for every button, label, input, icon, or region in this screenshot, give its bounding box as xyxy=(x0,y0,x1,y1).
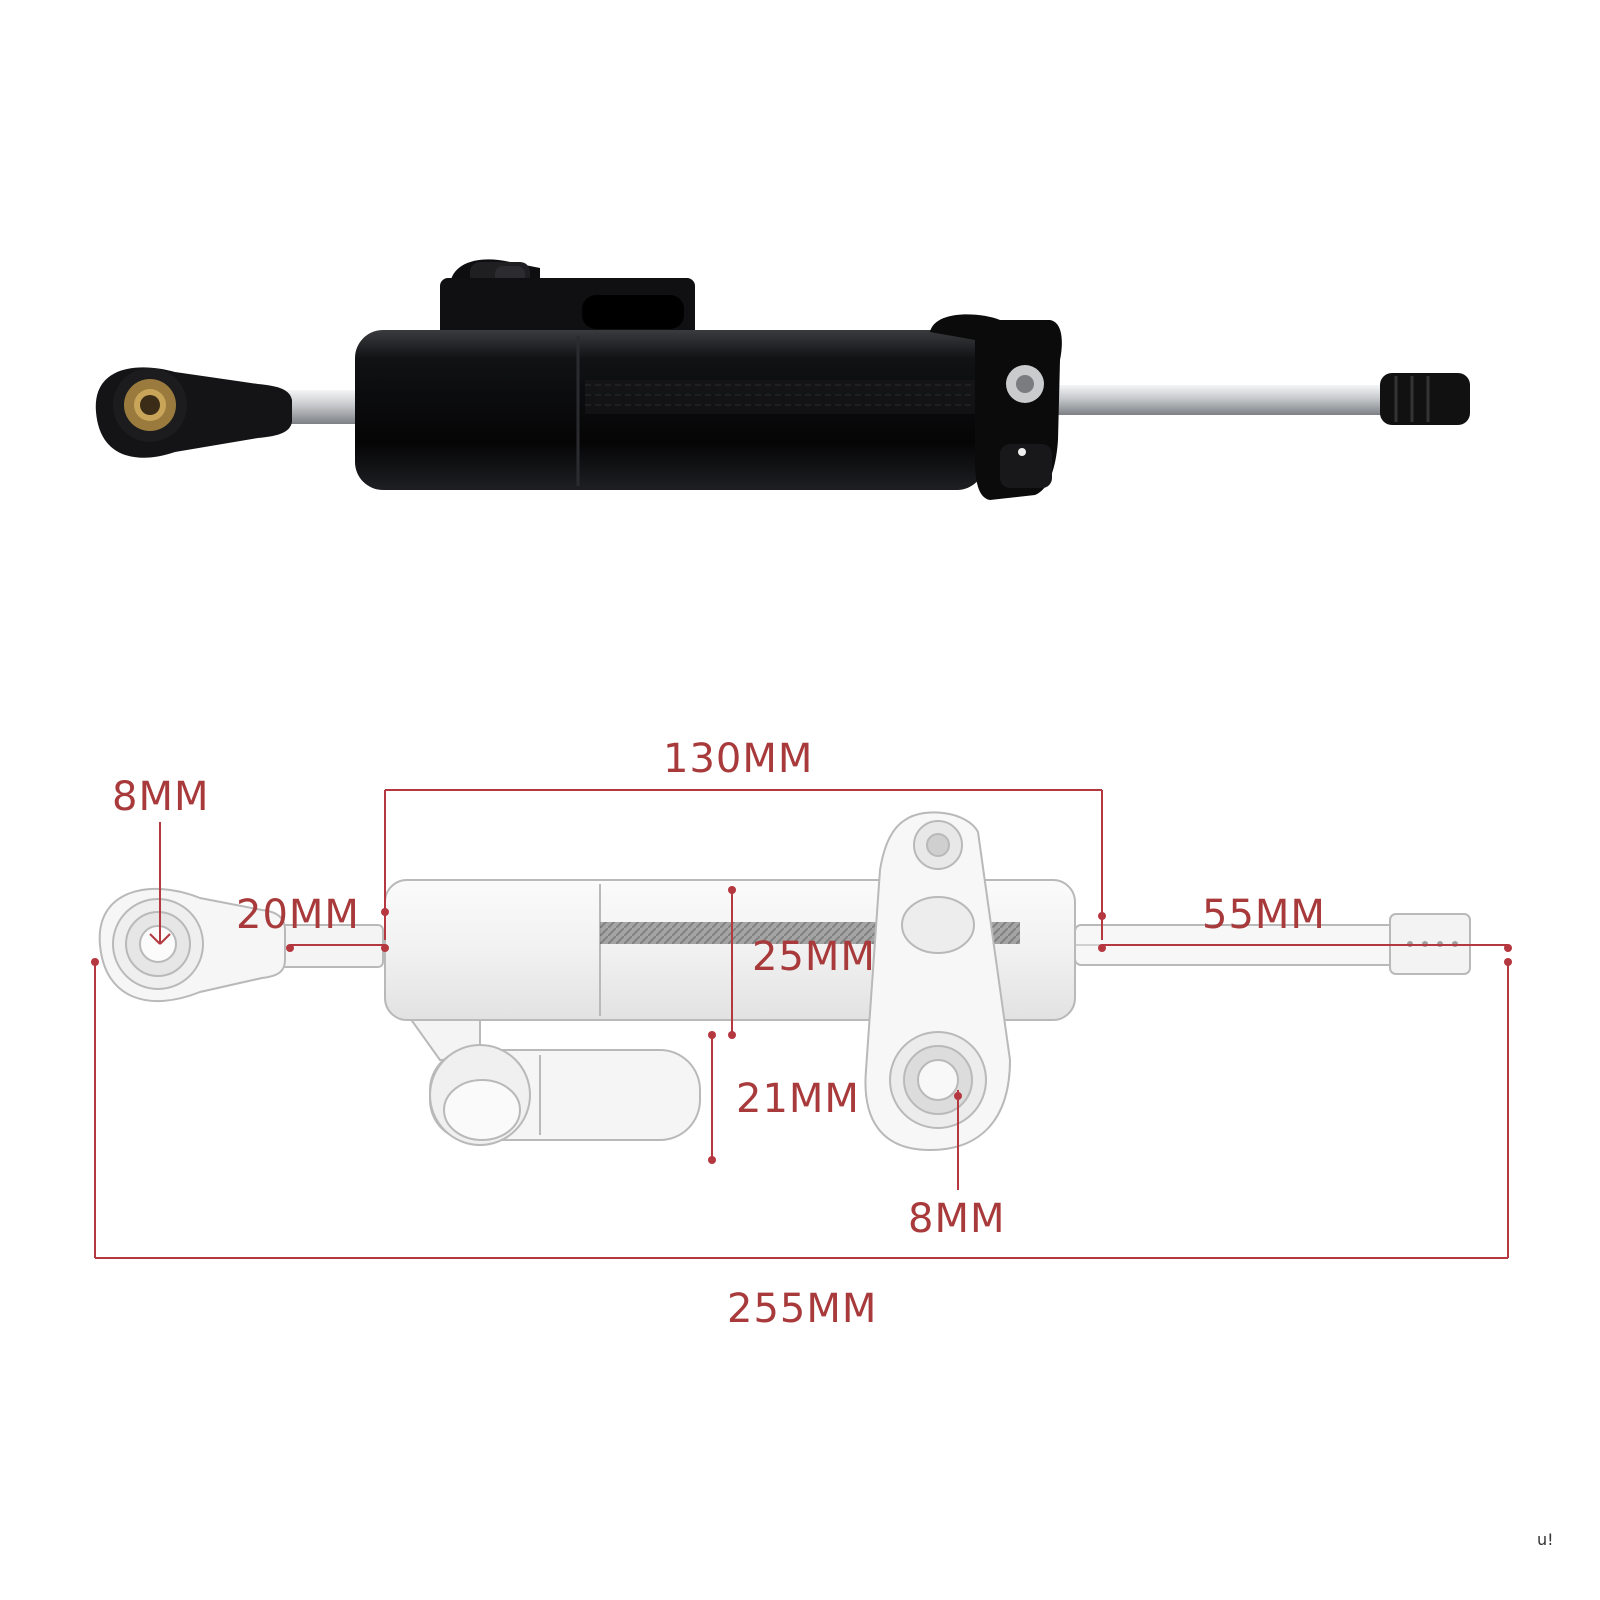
bracket-bore-label: 8MM xyxy=(908,1196,1005,1242)
body-length-label: 130MM xyxy=(663,736,813,782)
dimension-dots xyxy=(91,886,1512,1164)
left-eye-bore-label: 8MM xyxy=(112,774,209,820)
silver-damper-rod-end xyxy=(98,887,286,1003)
black-damper-reservoir xyxy=(440,259,695,340)
silver-damper-reservoir xyxy=(388,983,701,1146)
overall-length-label: 255MM xyxy=(727,1286,877,1332)
corner-mark: u! xyxy=(1537,1530,1554,1549)
black-damper-carbon-band xyxy=(585,380,975,414)
stroke-label: 55MM xyxy=(1202,892,1326,938)
black-damper-photo xyxy=(95,259,1470,500)
black-damper-tab-hole xyxy=(582,295,684,329)
reservoir-height-label: 21MM xyxy=(736,1076,860,1122)
silver-damper-bracket xyxy=(864,811,1012,1152)
rod-to-body-label: 20MM xyxy=(236,892,360,938)
black-damper-clamp xyxy=(930,314,1062,500)
silver-damper-drawing xyxy=(98,811,1471,1152)
dimension-labels: 8MM 130MM 20MM 55MM 25MM 21MM 8MM 255MM xyxy=(112,736,1326,1332)
black-damper-rod-end xyxy=(95,367,292,458)
dimension-lines xyxy=(94,789,1509,1259)
black-damper-end-cap xyxy=(1380,373,1470,425)
body-diameter-label: 25MM xyxy=(752,934,876,980)
black-damper-rod xyxy=(1050,385,1390,415)
